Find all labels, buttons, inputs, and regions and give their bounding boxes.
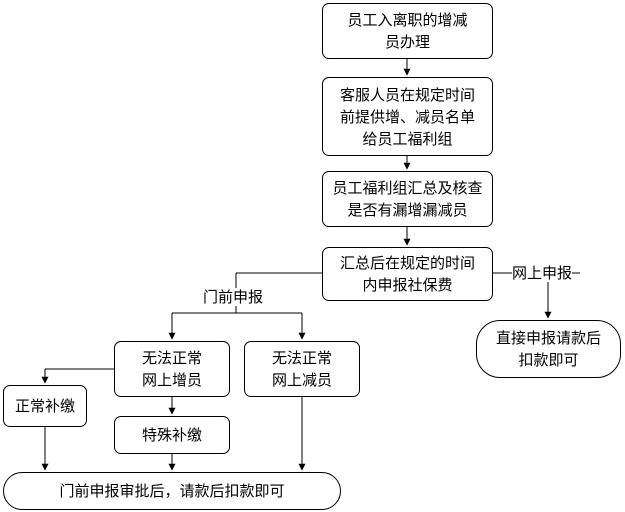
step-customer-service-list: 客服人员在规定时间 前提供增、减员名单 给员工福利组	[322, 77, 493, 156]
label-counter-declaration: 门前申报	[203, 288, 264, 306]
result-online-payment: 直接申报请款后 扣款即可	[476, 320, 621, 378]
final-counter-approval: 门前申报审批后，请款后扣款即可	[3, 472, 341, 510]
case-fail-online-add: 无法正常 网上增员	[114, 341, 230, 397]
step-declare-social-security: 汇总后在规定的时间 内申报社保费	[322, 247, 493, 301]
step-special-payment: 特殊补缴	[114, 416, 230, 454]
step-welfare-group-check: 员工福利组汇总及核查 是否有漏增漏减员	[322, 171, 493, 227]
label-online-declaration: 网上申报	[512, 264, 573, 282]
step-normal-payment: 正常补缴	[3, 385, 87, 427]
step-employee-change: 员工入离职的增减 员办理	[322, 3, 493, 59]
case-fail-online-remove: 无法正常 网上减员	[244, 341, 360, 397]
